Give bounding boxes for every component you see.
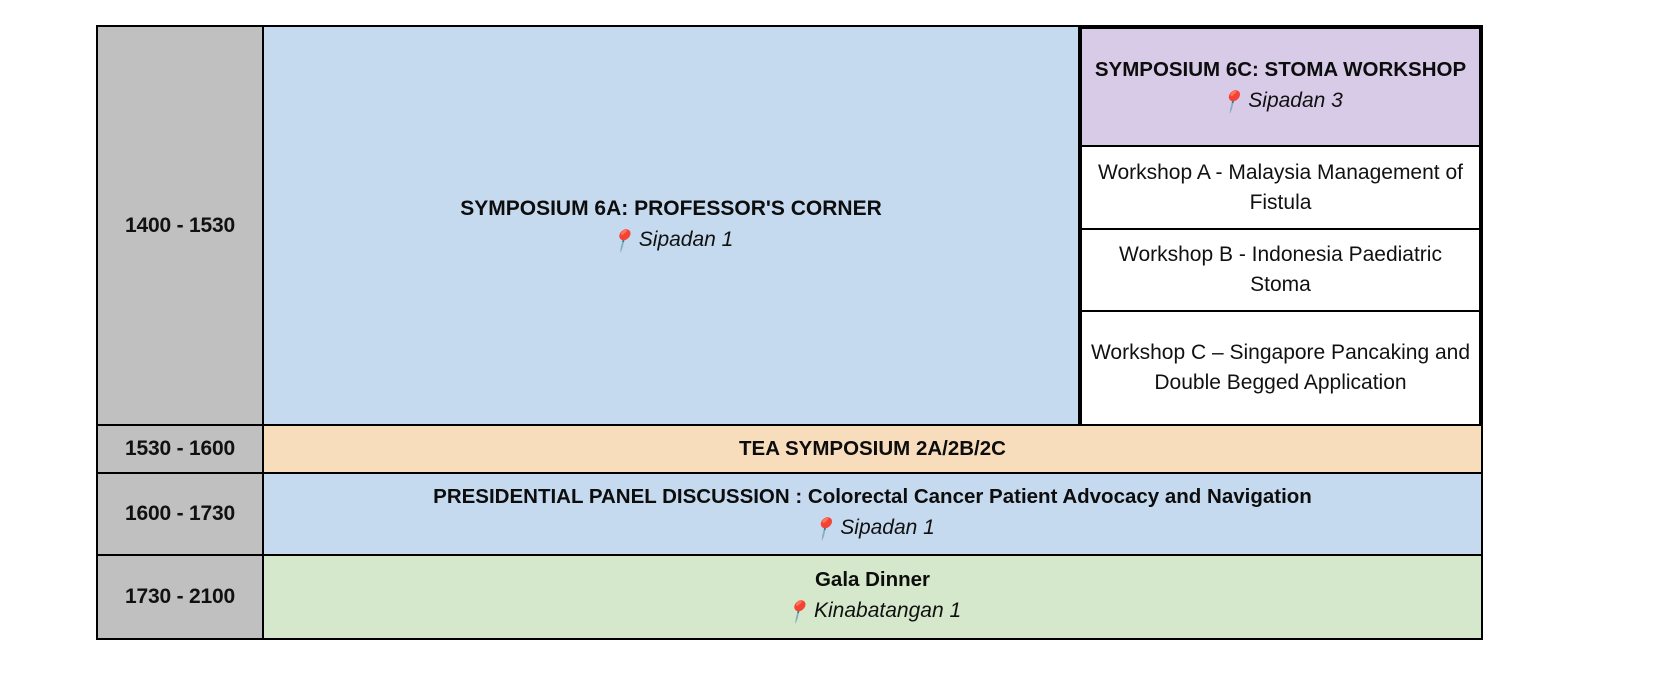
round-pushpin-icon: 📍: [1218, 91, 1245, 115]
workshop-b-cell[interactable]: Workshop B - Indonesia Paediatric Stoma: [1080, 228, 1481, 312]
workshop-c-cell[interactable]: Workshop C – Singapore Pancaking and Dou…: [1080, 310, 1481, 424]
round-pushpin-icon: 📍: [608, 229, 635, 253]
session-tea-symposium[interactable]: TEA SYMPOSIUM 2A/2B/2C: [262, 424, 1483, 474]
venue-label: Sipadan 1: [638, 227, 734, 251]
session-symposium-6a[interactable]: SYMPOSIUM 6A: PROFESSOR'S CORNER 📍Sipada…: [262, 25, 1080, 426]
workshop-a-cell[interactable]: Workshop A - Malaysia Management of Fist…: [1080, 145, 1481, 230]
session-venue: 📍Sipadan 3: [1082, 86, 1479, 117]
table-row: 1400 - 1530 SYMPOSIUM 6A: PROFESSOR'S CO…: [96, 25, 1483, 426]
session-title: Gala Dinner: [814, 568, 931, 592]
conference-schedule-table: 1400 - 1530 SYMPOSIUM 6A: PROFESSOR'S CO…: [96, 25, 1483, 640]
table-row: Workshop A - Malaysia Management of Fist…: [1080, 145, 1481, 230]
symposium-6c-column: SYMPOSIUM 6C: STOMA WORKSHOP 📍Sipadan 3 …: [1078, 25, 1483, 426]
time-slot-1730-2100: 1730 - 2100: [96, 554, 264, 640]
workshop-label: Workshop A - Malaysia Management of Fist…: [1098, 160, 1463, 214]
table-row: 1530 - 1600 TEA SYMPOSIUM 2A/2B/2C: [96, 424, 1483, 474]
time-slot-1400-1530: 1400 - 1530: [96, 25, 264, 426]
table-row: Workshop C – Singapore Pancaking and Dou…: [1080, 310, 1481, 424]
session-venue: 📍Sipadan 1: [276, 513, 1469, 544]
table-row: 1600 - 1730 PRESIDENTIAL PANEL DISCUSSIO…: [96, 472, 1483, 556]
session-title: SYMPOSIUM 6A: PROFESSOR'S CORNER: [460, 196, 882, 220]
schedule-grid: 1400 - 1530 SYMPOSIUM 6A: PROFESSOR'S CO…: [96, 25, 1483, 640]
session-title: PRESIDENTIAL PANEL DISCUSSION : Colorect…: [433, 485, 1312, 509]
venue-label: Sipadan 1: [840, 516, 935, 540]
session-symposium-6c[interactable]: SYMPOSIUM 6C: STOMA WORKSHOP 📍Sipadan 3: [1080, 27, 1481, 147]
time-slot-1600-1730: 1600 - 1730: [96, 472, 264, 556]
time-slot-1530-1600: 1530 - 1600: [96, 424, 264, 474]
session-venue: 📍Kinabatangan 1: [276, 596, 1469, 627]
session-title: TEA SYMPOSIUM 2A/2B/2C: [739, 437, 1006, 461]
session-title: SYMPOSIUM 6C: STOMA WORKSHOP: [1094, 58, 1467, 82]
workshop-label: Workshop C – Singapore Pancaking and Dou…: [1090, 341, 1470, 394]
round-pushpin-icon: 📍: [783, 601, 810, 625]
round-pushpin-icon: 📍: [810, 518, 837, 542]
session-presidential-panel[interactable]: PRESIDENTIAL PANEL DISCUSSION : Colorect…: [262, 472, 1483, 556]
workshop-label: Workshop B - Indonesia Paediatric Stoma: [1119, 243, 1442, 296]
workshop-header-row: SYMPOSIUM 6C: STOMA WORKSHOP 📍Sipadan 3: [1080, 27, 1481, 147]
session-gala-dinner[interactable]: Gala Dinner 📍Kinabatangan 1: [262, 554, 1483, 640]
table-row: Workshop B - Indonesia Paediatric Stoma: [1080, 228, 1481, 312]
venue-label: Sipadan 3: [1248, 89, 1343, 113]
table-row: 1730 - 2100 Gala Dinner 📍Kinabatangan 1: [96, 554, 1483, 640]
workshop-subgrid: SYMPOSIUM 6C: STOMA WORKSHOP 📍Sipadan 3 …: [1080, 27, 1481, 424]
venue-label: Kinabatangan 1: [814, 599, 962, 623]
session-venue: 📍Sipadan 1: [276, 225, 1066, 256]
